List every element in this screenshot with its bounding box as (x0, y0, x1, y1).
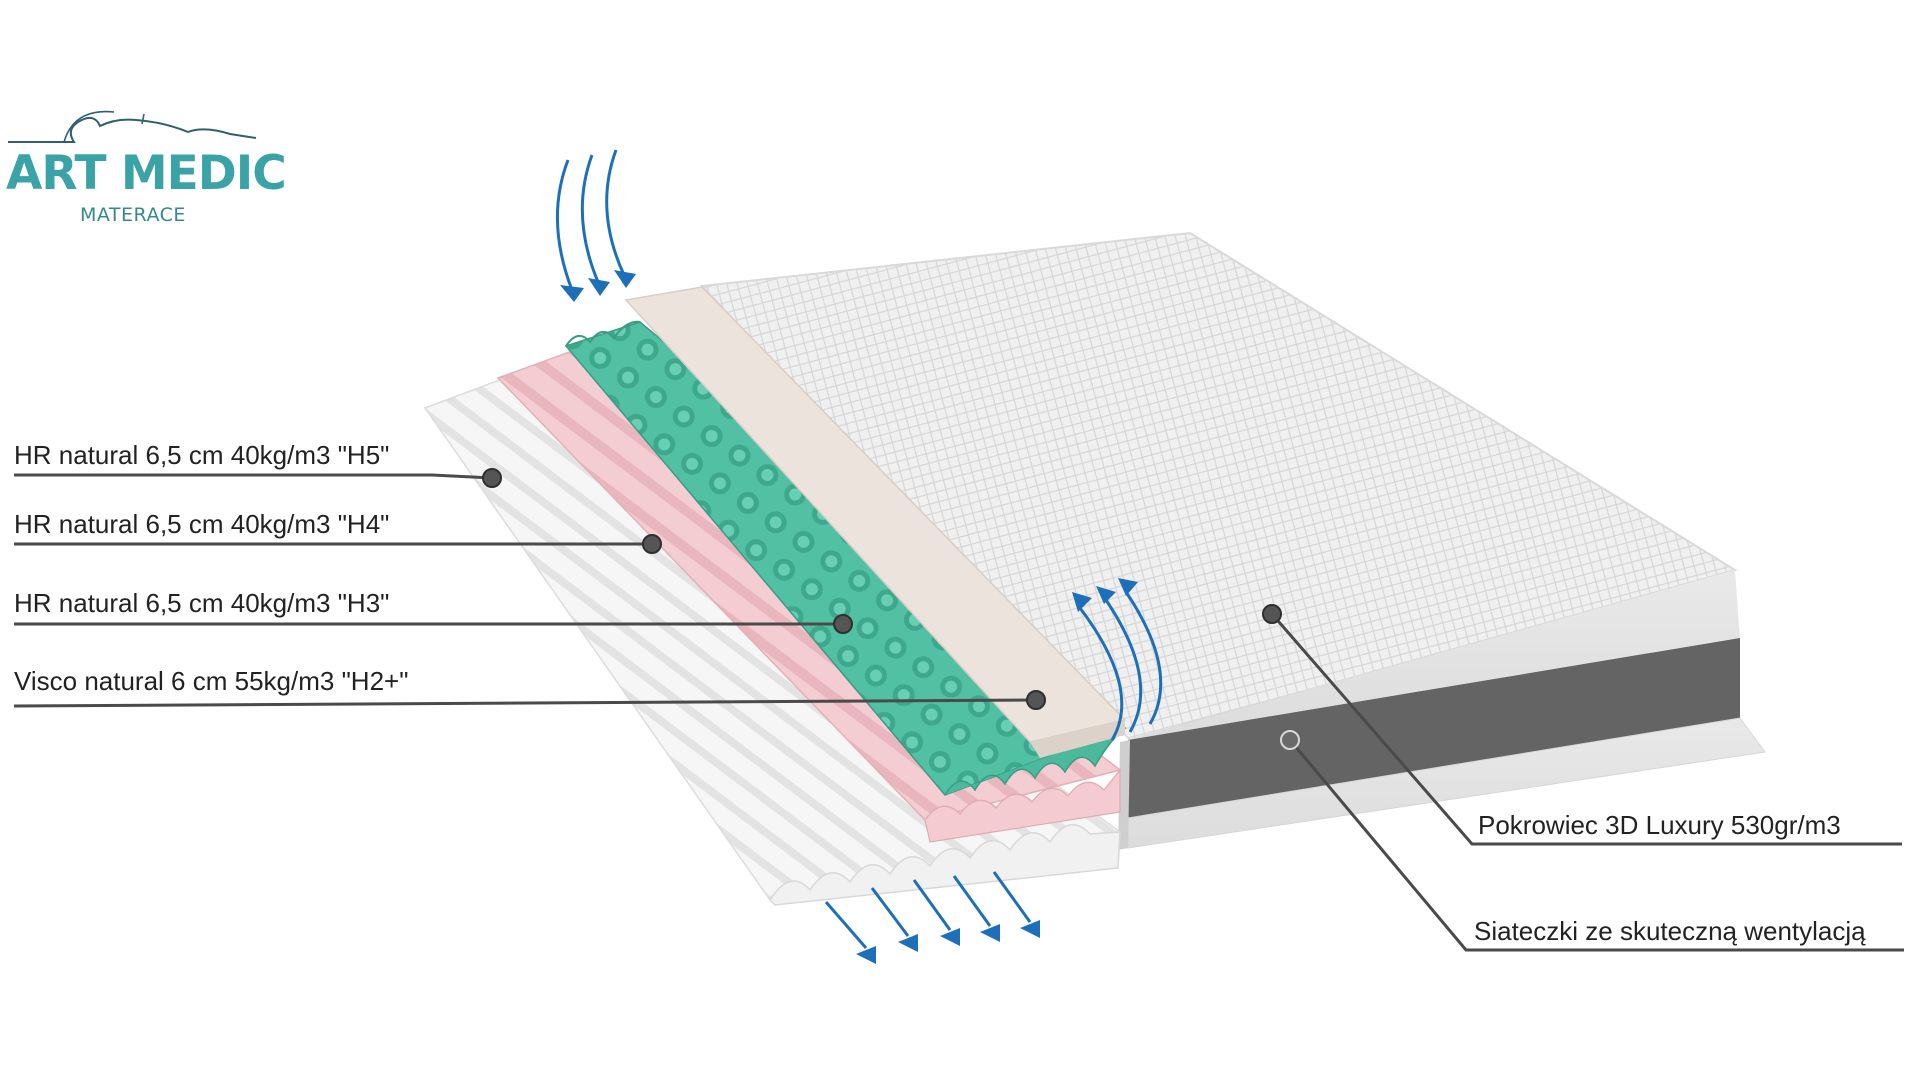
airflow-arrows-side (1072, 578, 1163, 741)
sleeping-person-icon (8, 110, 257, 143)
marker-h5 (482, 468, 502, 488)
airflow-arrows-top (556, 149, 636, 302)
label-layer-h5: HR natural 6,5 cm 40kg/m3 "H5" (14, 440, 390, 470)
cover-front-band (1128, 638, 1740, 818)
label-layer-h3: HR natural 6,5 cm 40kg/m3 "H3" (14, 588, 390, 618)
leader-line-cover (1270, 613, 1902, 846)
layer-leader-lines (13, 473, 1037, 708)
airflow-arrows-bottom (824, 871, 1040, 964)
layer-markers (482, 468, 1046, 710)
marker-mesh (1280, 730, 1300, 750)
label-layer-h4: HR natural 6,5 cm 40kg/m3 "H4" (14, 509, 390, 539)
leader-line-mesh (1288, 739, 1904, 952)
mattress-cover (699, 231, 1766, 850)
brand-tagline: MATERACE (80, 204, 186, 226)
feature-leader-lines (1270, 613, 1904, 952)
leader-line-h2plus (13, 698, 1037, 708)
marker-h2plus (1026, 690, 1046, 710)
marker-h3 (833, 614, 853, 634)
art-medic-logo: ART MEDIC MATERACE (4, 100, 287, 240)
layer-h2plus-visco (624, 286, 1127, 758)
leader-line-h5 (14, 473, 493, 480)
label-layer-h2plus: Visco natural 6 cm 55kg/m3 "H2+" (14, 666, 409, 696)
cover-inner-edge (1118, 740, 1130, 850)
marker-cover (1262, 604, 1282, 624)
label-ventilation-mesh: Siateczki ze skuteczną wentylacją (1474, 916, 1866, 946)
marker-h4 (642, 534, 662, 554)
label-cover: Pokrowiec 3D Luxury 530gr/m3 (1478, 810, 1841, 840)
cover-front-upper (1130, 570, 1740, 740)
brand-name: ART MEDIC (6, 146, 287, 201)
